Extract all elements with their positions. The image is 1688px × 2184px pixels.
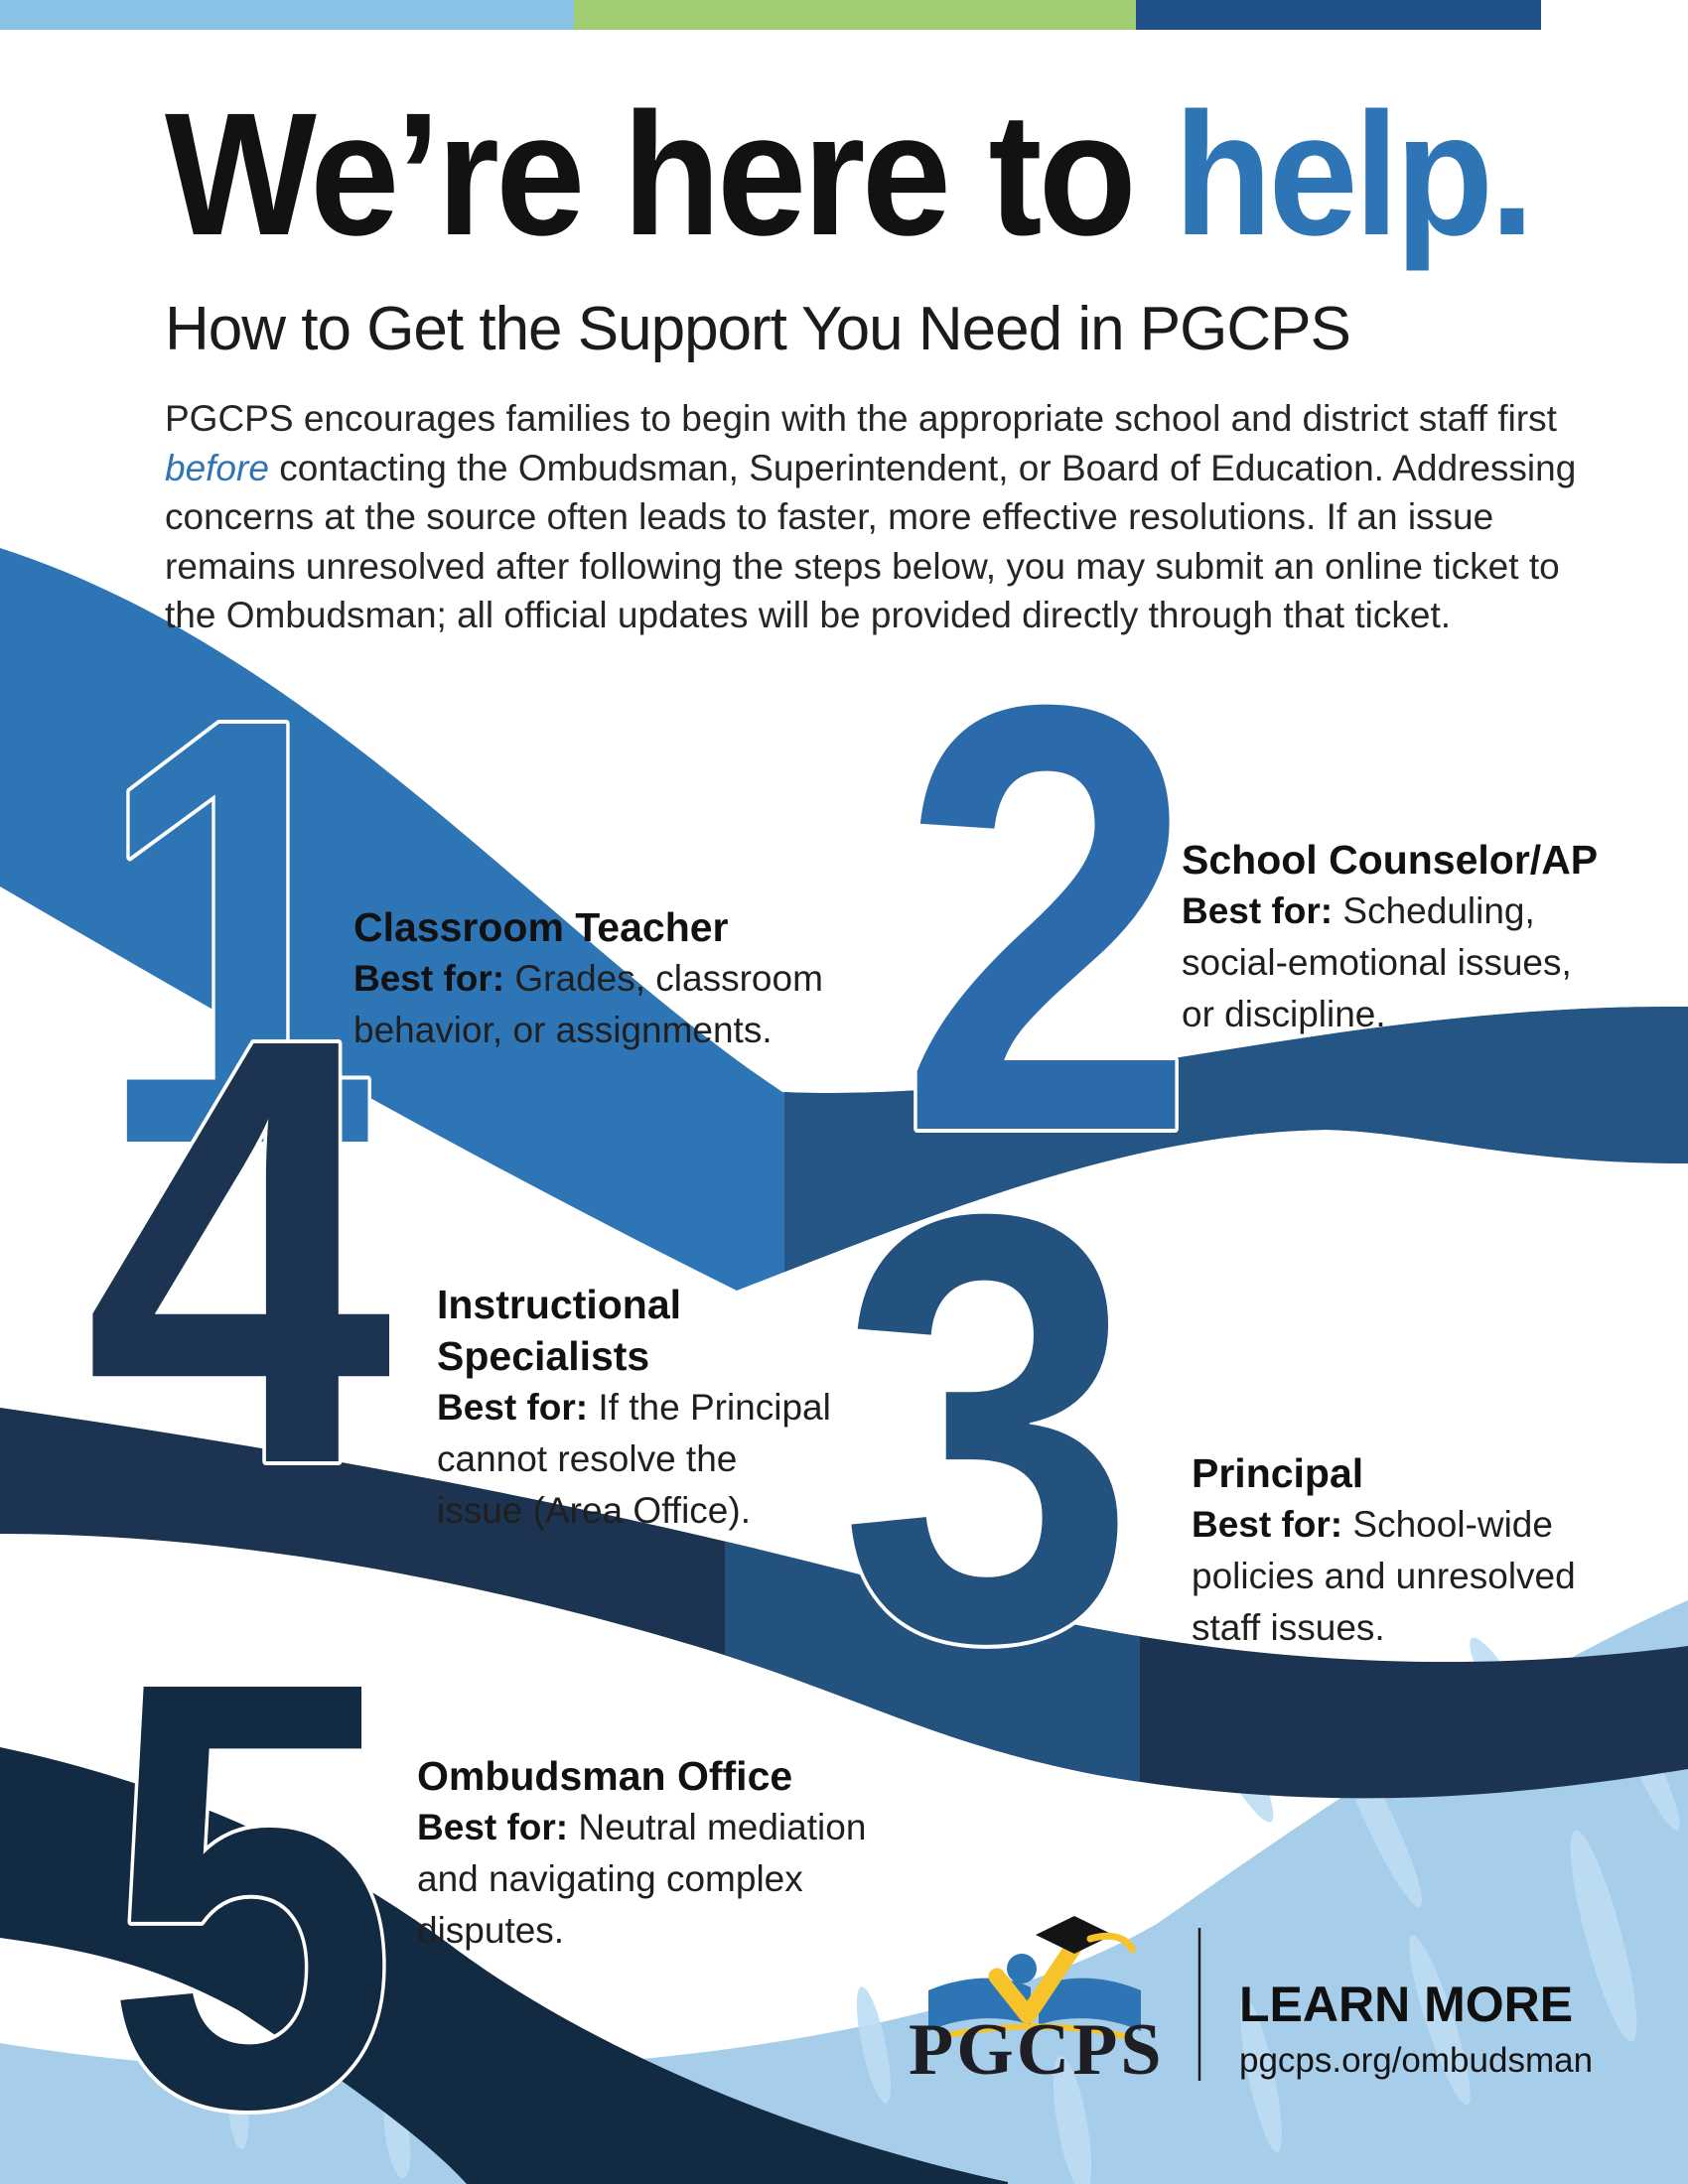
step-title: Principal (1192, 1450, 1364, 1496)
top-strip-navy (1136, 0, 1541, 30)
top-strip-lightblue (0, 0, 574, 30)
step-number-4: 4 (84, 911, 396, 1590)
cap-tassel-icon (1086, 1932, 1135, 1952)
logo-wordmark: PGCPS (909, 2009, 1165, 2091)
light-blue-region (0, 1600, 1688, 2184)
best-for-label: Best for: (1182, 890, 1334, 931)
watercolor-streak (227, 2070, 249, 2149)
wave-ribbon-3 (0, 1747, 1008, 2184)
step-title: Classroom Teacher (353, 904, 729, 950)
pgcps-logo (928, 1916, 1141, 2040)
step-number-5: 5 (104, 1555, 397, 2184)
step-block-5: Ombudsman Office Best for: Neutral media… (417, 1750, 866, 1957)
top-strip-green (574, 0, 1136, 30)
best-for-label: Best for: (417, 1807, 569, 1847)
title-accent: help. (1174, 77, 1534, 272)
book-gold-edge-icon (938, 2023, 1131, 2040)
step-body: Best for: Neutral mediation and navigati… (417, 1807, 867, 1951)
intro-line: PGCPS encourages families to begin with … (165, 398, 1557, 439)
step-block-3: Principal Best for: School-wide policies… (1192, 1447, 1576, 1654)
book-right-page-icon (1039, 1978, 1141, 2031)
watercolor-streak (856, 1986, 892, 2104)
step-body: Best for: Grades, classroom behavior, or… (353, 958, 823, 1050)
intro-line: remains unresolved after following the s… (165, 545, 1560, 587)
intro-line: before contacting the Ombudsman, Superin… (165, 447, 1577, 488)
intro-line: concerns at the source often leads to fa… (165, 496, 1494, 538)
graduation-cap-icon (1036, 1916, 1113, 1954)
learn-more-url: pgcps.org/ombudsman (1239, 2041, 1594, 2080)
page-subtitle: How to Get the Support You Need in PGCPS (165, 295, 1351, 363)
checkmark-figure-icon (988, 1925, 1091, 2024)
watercolor-streak (1409, 1935, 1471, 2106)
step-title: Ombudsman Office (417, 1753, 793, 1799)
step-block-2: School Counselor/AP Best for: Scheduling… (1182, 834, 1598, 1040)
watercolor-streak (1570, 1830, 1637, 2042)
step-number-3: 3 (839, 1088, 1137, 1767)
best-for-label: Best for: (353, 958, 505, 999)
page-title: We’re here to help. (165, 87, 1534, 262)
figure-head-icon (1007, 1954, 1037, 1983)
step-body: Best for: Scheduling, social-emotional i… (1182, 890, 1572, 1034)
step-title: School Counselor/AP (1182, 837, 1599, 883)
intro-line: the Ombudsman; all official updates will… (165, 595, 1451, 636)
watercolor-streak (1053, 2056, 1092, 2184)
best-for-label: Best for: (1192, 1504, 1343, 1545)
step-number-1: 1 (94, 592, 382, 1271)
step-body: Best for: If the Principal cannot resolv… (437, 1387, 831, 1531)
step-block-1: Classroom Teacher Best for: Grades, clas… (353, 901, 823, 1056)
step-number-2: 2 (899, 579, 1196, 1258)
step-body: Best for: School-wide policies and unres… (1192, 1504, 1576, 1648)
intro-paragraph: PGCPS encourages families to begin with … (165, 394, 1577, 640)
watercolor-streak (1240, 1996, 1282, 2153)
best-for-label: Best for: (437, 1387, 589, 1428)
tassel-end-icon (1128, 1945, 1136, 1953)
title-main: We’re here to (165, 77, 1175, 272)
learn-more-heading: LEARN MORE (1239, 1977, 1574, 2032)
